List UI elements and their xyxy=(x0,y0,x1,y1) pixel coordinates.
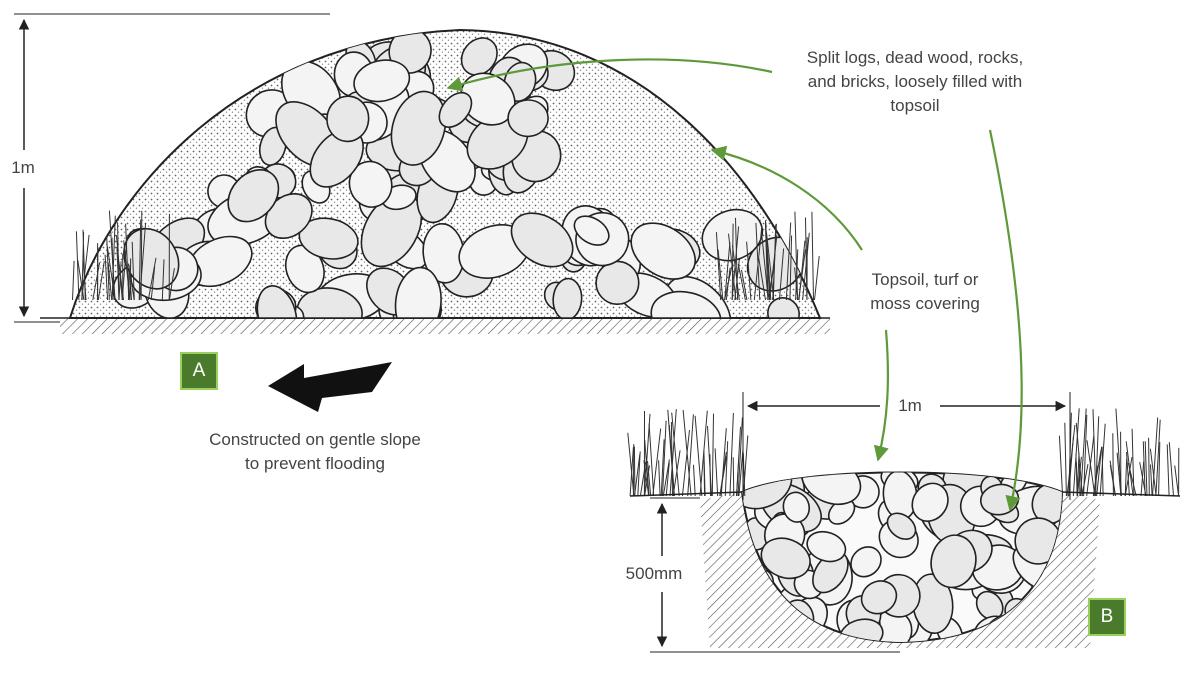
grass-blade xyxy=(1151,465,1153,497)
fill-materials-line-2: and bricks, loosely filled with xyxy=(760,70,1070,94)
badge-a: A xyxy=(180,352,218,390)
fill-materials-line-3: topsoil xyxy=(760,94,1070,118)
covering-line-1: Topsoil, turf or xyxy=(830,268,1020,292)
covering-label: Topsoil, turf or moss covering xyxy=(830,268,1020,316)
height-label-a: 1m xyxy=(0,156,46,180)
grass-blade xyxy=(688,414,694,496)
grass-blade xyxy=(141,211,142,300)
grass-blade xyxy=(1065,423,1067,496)
slope-arrow xyxy=(268,362,392,412)
arrow-to-fill-b xyxy=(990,130,1022,510)
grass-blade xyxy=(700,411,707,496)
grass-blade xyxy=(1059,436,1062,496)
grass-blade xyxy=(812,212,814,300)
grass-blade xyxy=(712,414,713,496)
mound-a-ground xyxy=(60,318,830,334)
grass-blade xyxy=(1175,466,1179,497)
grass-blade xyxy=(1113,433,1114,496)
covering-line-2: moss covering xyxy=(830,292,1020,316)
slope-note-line-2: to prevent flooding xyxy=(170,452,460,476)
grass-blade xyxy=(73,261,75,300)
stone xyxy=(507,99,548,137)
grass-blade xyxy=(1149,438,1150,496)
grass-blade xyxy=(730,413,734,496)
grass-blade xyxy=(733,457,734,496)
grass-blade xyxy=(715,448,718,496)
depth-label-b: 500mm xyxy=(606,562,702,586)
grass-blade xyxy=(815,256,820,300)
grass-blade xyxy=(708,426,712,496)
grass-blade xyxy=(659,460,661,496)
badge-b: B xyxy=(1088,598,1126,636)
mound-a-illustration xyxy=(40,24,830,355)
grass-blade xyxy=(634,447,635,497)
fill-materials-label: Split logs, dead wood, rocks, and bricks… xyxy=(760,46,1070,118)
grass-blade xyxy=(1167,444,1169,496)
grass-blade xyxy=(1169,442,1173,496)
grass-blade xyxy=(1145,441,1147,496)
fill-materials-line-1: Split logs, dead wood, rocks, xyxy=(760,46,1070,70)
slope-note-label: Constructed on gentle slope to prevent f… xyxy=(170,428,460,476)
grass-blade xyxy=(725,441,727,496)
grass-blade xyxy=(683,410,691,496)
slope-note-line-1: Constructed on gentle slope xyxy=(170,428,460,452)
grass-blade xyxy=(694,465,696,496)
width-label-b: 1m xyxy=(880,394,940,418)
